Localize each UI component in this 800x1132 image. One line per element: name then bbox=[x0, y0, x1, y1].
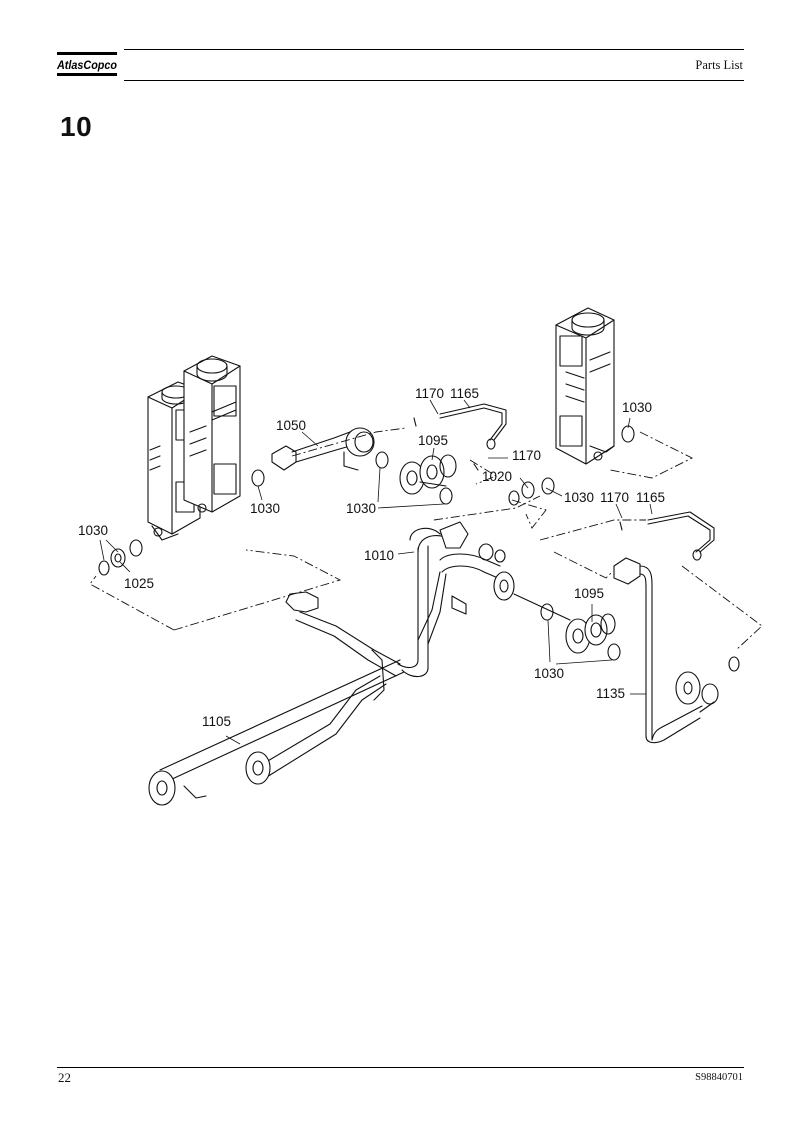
assembly-line-7 bbox=[539, 519, 646, 541]
flange-1095-lower bbox=[513, 593, 616, 654]
callout-1010: 1010 bbox=[364, 548, 394, 563]
pipe-1050 bbox=[271, 427, 375, 471]
page-number: 22 bbox=[58, 1070, 71, 1085]
header-rule-top bbox=[124, 49, 744, 50]
callout-1170-right: 1170 bbox=[600, 490, 629, 505]
callout-1030-right-top: 1030 bbox=[622, 400, 652, 415]
callout-1030-left: 1030 bbox=[250, 501, 280, 516]
pipe-1135 bbox=[613, 557, 719, 744]
small-tube-1165-right bbox=[473, 463, 715, 561]
assembly-line-6 bbox=[433, 495, 541, 521]
manifold-1010 bbox=[397, 521, 515, 678]
assembly-line-10 bbox=[469, 459, 497, 485]
callout-1030-mid: 1030 bbox=[564, 490, 594, 505]
manifold-1105 bbox=[148, 591, 405, 806]
flange-1095-top bbox=[399, 454, 457, 495]
cooler-block-right bbox=[555, 307, 615, 465]
svg-text:AtlasCopco: AtlasCopco bbox=[57, 60, 117, 72]
callout-1030-far-left: 1030 bbox=[78, 523, 108, 538]
section-number: 10 bbox=[60, 111, 93, 142]
footer-rule bbox=[57, 1067, 744, 1068]
callout-1105: 1105 bbox=[202, 714, 231, 729]
document-type: Parts List bbox=[695, 58, 743, 72]
assembly-line-2 bbox=[173, 549, 342, 631]
callout-1050: 1050 bbox=[276, 418, 306, 433]
assembly-line-5 bbox=[511, 499, 547, 529]
header-rule-bottom bbox=[124, 80, 744, 81]
document-id: S98840701 bbox=[695, 1072, 743, 1083]
assembly-line-1 bbox=[89, 575, 175, 631]
callout-1135: 1135 bbox=[596, 686, 625, 701]
callout-1170-top: 1170 bbox=[415, 386, 444, 401]
callout-1170-mid: 1170 bbox=[512, 448, 541, 463]
callout-1030-lower: 1030 bbox=[534, 666, 564, 681]
atlas-copco-logo: AtlasCopco bbox=[56, 52, 117, 76]
callout-1165-top: 1165 bbox=[450, 386, 479, 401]
assembly-line-8 bbox=[553, 551, 613, 579]
callout-1025: 1025 bbox=[124, 576, 154, 591]
callout-1095-lower: 1095 bbox=[574, 586, 604, 601]
callout-1095-top: 1095 bbox=[418, 433, 448, 448]
assembly-line-3 bbox=[291, 427, 407, 457]
cooler-block-left-b bbox=[183, 355, 241, 513]
callout-1020: 1020 bbox=[482, 469, 512, 484]
assembly-line-9 bbox=[681, 565, 763, 651]
callout-1165-right: 1165 bbox=[636, 490, 665, 505]
assembly-line-4 bbox=[609, 431, 694, 479]
callout-1030-center: 1030 bbox=[346, 501, 376, 516]
